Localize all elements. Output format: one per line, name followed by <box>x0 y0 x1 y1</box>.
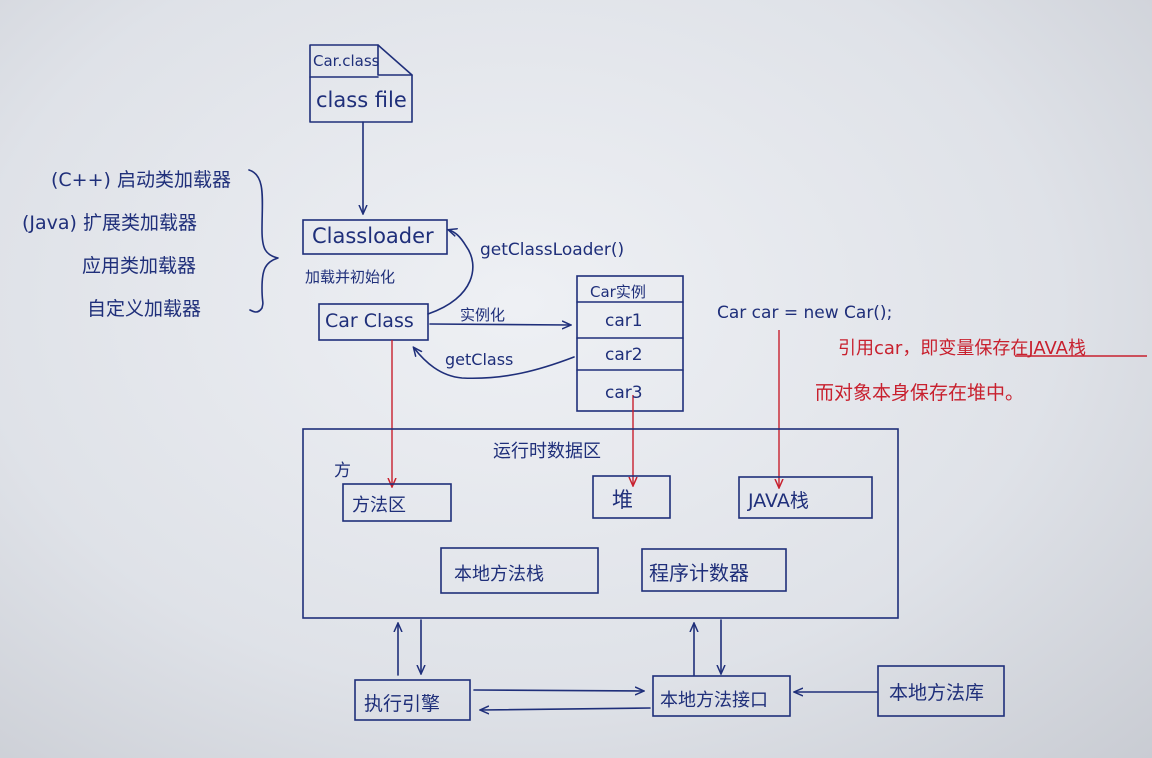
execution-engine-label: 执行引擎 <box>364 693 441 715</box>
runtime-data-area <box>302 428 899 619</box>
car-class-label: Car Class <box>325 310 414 332</box>
red-note-line1: 引用car，即变量保存在JAVA栈 <box>838 338 1086 359</box>
instance-car1: car1 <box>605 311 643 331</box>
java-stack-box <box>738 476 873 519</box>
code-line: Car car = new Car(); <box>717 303 893 323</box>
native-stack-label: 本地方法栈 <box>454 564 544 585</box>
java-stack-label: JAVA栈 <box>748 490 809 512</box>
car-instances-table <box>576 275 684 412</box>
loader-brace <box>248 169 279 313</box>
pc-label: 程序计数器 <box>649 561 749 585</box>
class-file-label: class file <box>316 88 407 112</box>
runtime-mark: 方 <box>334 461 351 481</box>
custom-loader: 自定义加载器 <box>87 298 202 320</box>
heap-label: 堆 <box>612 488 633 512</box>
program-counter-box <box>641 548 787 592</box>
classloader-box <box>302 219 448 255</box>
instantiate-label: 实例化 <box>460 306 506 324</box>
native-interface-label: 本地方法接口 <box>660 690 768 711</box>
bootstrap-loader: (C++) 启动类加载器 <box>51 169 231 191</box>
load-init-label: 加载并初始化 <box>305 268 396 286</box>
runtime-title: 运行时数据区 <box>493 441 601 462</box>
class-file-box <box>309 44 413 123</box>
class-file-name: Car.class <box>313 52 380 70</box>
native-method-stack-box <box>440 547 599 594</box>
app-loader: 应用类加载器 <box>82 255 197 277</box>
native-library-box <box>877 665 1005 717</box>
native-library-label: 本地方法库 <box>889 682 985 704</box>
heap-box <box>592 475 671 519</box>
instance-car2: car2 <box>605 345 643 365</box>
car-class-box <box>318 303 429 341</box>
red-note-line2: 而对象本身保存在堆中。 <box>815 382 1025 404</box>
instance-car3: car3 <box>605 383 643 403</box>
classloader-label: Classloader <box>312 224 434 248</box>
extension-loader: (Java) 扩展类加载器 <box>22 212 197 234</box>
get-classloader-label: getClassLoader() <box>480 240 625 260</box>
execution-engine-box <box>354 679 471 721</box>
method-area-box <box>342 483 452 522</box>
method-area-label: 方法区 <box>352 495 406 516</box>
get-class-label: getClass <box>445 350 514 369</box>
native-interface-box <box>652 675 791 717</box>
instances-header: Car实例 <box>590 283 646 301</box>
